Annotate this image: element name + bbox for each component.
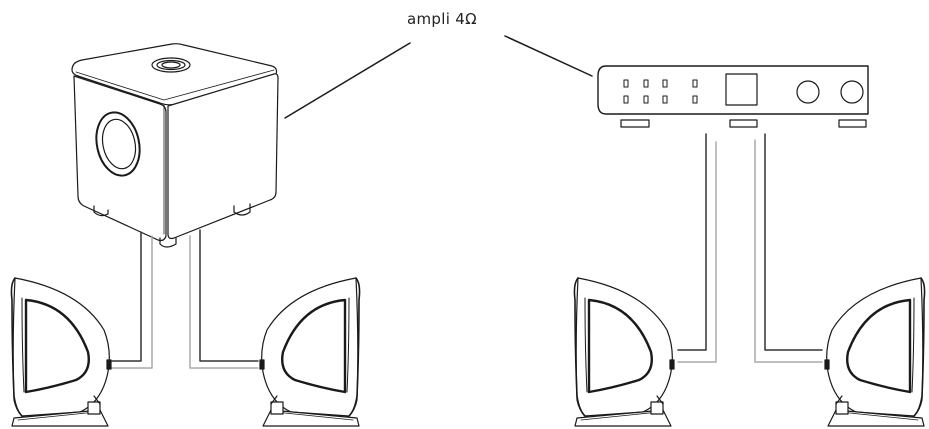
amplifier-label: ampli 4Ω — [407, 10, 477, 28]
satellite-right-b-icon — [823, 276, 926, 428]
satellite-left-a-icon — [10, 276, 113, 428]
subwoofer-icon — [71, 43, 279, 248]
leader-lines — [284, 35, 593, 119]
amplifier-cables — [677, 133, 823, 363]
satellite-right-a-icon — [258, 276, 361, 428]
satellite-left-b-icon — [573, 276, 676, 428]
amplifier-icon — [597, 65, 869, 128]
subwoofer-cables — [111, 229, 259, 369]
